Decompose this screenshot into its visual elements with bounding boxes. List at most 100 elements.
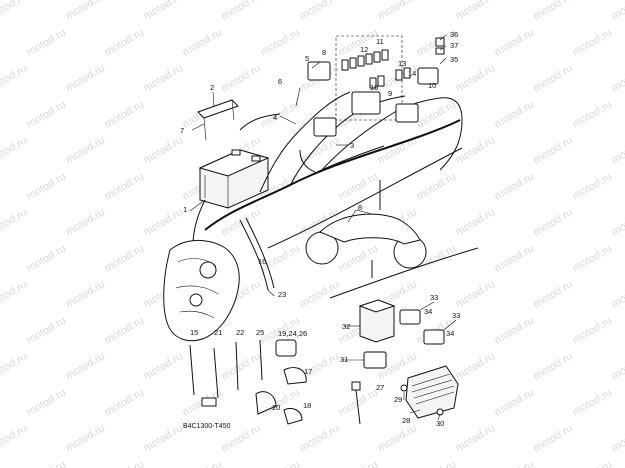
watermark-text: motod.ru [25, 386, 69, 418]
callout-8-top: 8 [322, 48, 326, 57]
watermark-text: motod.ru [610, 134, 625, 166]
callout-27: 27 [376, 383, 384, 392]
callout-18: 18 [303, 401, 311, 410]
watermark-text: motod.ru [0, 0, 29, 23]
watermark-text: motod.ru [532, 0, 576, 23]
battery-band [197, 99, 239, 141]
watermark-text: motod.ru [532, 134, 576, 166]
watermark-text: motod.ru [532, 206, 576, 238]
callout-19-24-26: 19,24,26 [278, 329, 307, 338]
callout-8-bike: 8 [358, 203, 362, 212]
watermark-text: motod.ru [64, 0, 108, 23]
callout-20: 20 [272, 403, 280, 412]
callout-7: 7 [180, 126, 184, 135]
watermark-text: motod.ru [337, 242, 381, 274]
watermark-text: motod.ru [220, 350, 264, 382]
cable-ties [189, 339, 263, 407]
fuse-row [341, 49, 411, 89]
watermark-text: motod.ru [64, 422, 108, 454]
callout-36: 36 [450, 30, 458, 39]
watermark-text: motod.ru [337, 170, 381, 202]
watermark-text: motod.ru [142, 422, 186, 454]
callout-21: 21 [214, 328, 222, 337]
watermark-text: motod.ru [103, 314, 147, 346]
watermark-text: motod.ru [103, 170, 147, 202]
watermark-text: motod.ru [571, 170, 615, 202]
relay-32 [358, 299, 396, 343]
watermark-text: motod.ru [532, 62, 576, 94]
watermark-text: motod.ru [25, 314, 69, 346]
watermark-text: motod.ru [571, 26, 615, 58]
callout-16: 16 [258, 257, 266, 266]
watermark-text: motod.ru [376, 0, 420, 23]
watermark-text: motod.ru [0, 278, 29, 310]
callout-25: 25 [256, 328, 264, 337]
watermark-text: motod.ru [0, 62, 29, 94]
watermark-text: motod.ru [454, 206, 498, 238]
watermark-text: motod.ru [454, 350, 498, 382]
watermark-text: motod.ru [571, 98, 615, 130]
callout-layer: 1 2 3 4 5 6 7 8 8 9 10 10 11 12 13 14 15… [180, 30, 460, 428]
watermark-text: motod.ru [610, 422, 625, 454]
watermark-text: motod.ru [493, 242, 537, 274]
watermark-text: motod.ru [493, 458, 537, 468]
watermark-text: motod.ru [454, 134, 498, 166]
watermark-text: motod.ru [103, 26, 147, 58]
watermark-text: motod.ru [493, 26, 537, 58]
watermark-text: motod.ru [142, 62, 186, 94]
wire-27 [351, 381, 361, 425]
callout-35: 35 [450, 55, 458, 64]
callout-9: 9 [388, 89, 392, 98]
section-divider-lines [267, 147, 479, 299]
watermark-text: motod.ru [610, 62, 625, 94]
callout-34-upper: 34 [424, 307, 432, 316]
watermark-text: motod.ru [493, 170, 537, 202]
callout-33-upper: 33 [430, 293, 438, 302]
watermark-text: motod.ru [415, 458, 459, 468]
callout-5: 5 [305, 54, 309, 63]
watermark-text: motod.ru [532, 278, 576, 310]
watermark-text: motod.ru [259, 458, 303, 468]
watermark-text: motod.ru [532, 422, 576, 454]
callout-15: 15 [190, 328, 198, 337]
callout-37: 37 [450, 41, 458, 50]
watermark-text: motod.ru [142, 206, 186, 238]
relay-31 [363, 351, 387, 369]
watermark-text: motod.ru [0, 422, 29, 454]
watermark-text: motod.ru [493, 98, 537, 130]
watermark-text: motod.ru [0, 350, 29, 382]
callout-11: 11 [376, 37, 384, 46]
watermark-text: motod.ru [25, 26, 69, 58]
watermark-text: motod.ru [493, 314, 537, 346]
callout-4: 4 [273, 113, 277, 122]
watermark-text: motod.ru [142, 350, 186, 382]
watermark-text: motod.ru [298, 0, 342, 23]
watermark-text: motod.ru [454, 0, 498, 23]
watermark-text: motod.ru [571, 386, 615, 418]
watermark-text: motod.ru [103, 386, 147, 418]
watermark-text: motod.ru [64, 206, 108, 238]
clamps-and-brackets [255, 339, 307, 425]
fuse-box-assembly [307, 35, 445, 137]
battery [198, 149, 270, 209]
watermark-text: motod.ru [259, 98, 303, 130]
watermark-text: motod.ru [571, 458, 615, 468]
callout-2: 2 [210, 83, 214, 92]
regulator-28 [400, 365, 459, 419]
callout-1: 1 [183, 205, 187, 214]
callout-30: 30 [436, 419, 444, 428]
callout-28: 28 [402, 416, 410, 425]
callout-29: 29 [394, 395, 402, 404]
watermark-text: motod.ru [298, 134, 342, 166]
watermark-text: motod.ru [64, 350, 108, 382]
watermark-text: motod.ru [376, 422, 420, 454]
callout-32: 32 [342, 322, 350, 331]
motorcycle-silhouette [305, 209, 427, 269]
callout-17: 17 [304, 367, 312, 376]
watermark-text: motod.ru [25, 242, 69, 274]
callout-6: 6 [278, 77, 282, 86]
callout-10-right: 10 [428, 81, 436, 90]
watermark-text: motod.ru [571, 314, 615, 346]
callout-22: 22 [236, 328, 244, 337]
